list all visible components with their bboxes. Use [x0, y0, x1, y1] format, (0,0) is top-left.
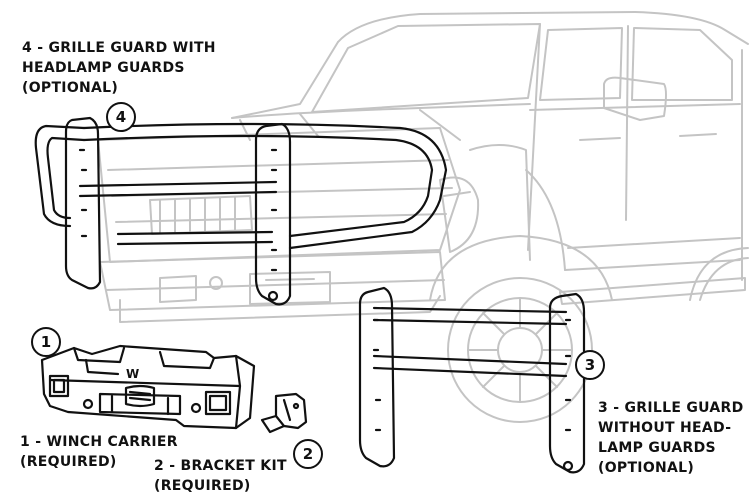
callout-number-2: 2	[293, 439, 323, 469]
label-line: 3 - GRILLE GUARD	[598, 400, 744, 416]
callout-label-1: 1 - WINCH CARRIER (REQUIRED)	[20, 432, 178, 472]
label-line: (REQUIRED)	[20, 454, 117, 470]
callout-number-4: 4	[106, 102, 136, 132]
grille-guard-without-headlamp-guards	[358, 286, 586, 474]
callout-number-3: 3	[575, 350, 605, 380]
callout-label-2: 2 - BRACKET KIT (REQUIRED)	[154, 456, 287, 496]
bracket-kit	[260, 392, 308, 434]
label-line: HEADLAMP GUARDS	[22, 60, 185, 76]
label-line: (OPTIONAL)	[22, 80, 119, 96]
grille-guard-with-headlamp-guards	[34, 116, 448, 306]
label-line: LAMP GUARDS	[598, 440, 716, 456]
callout-label-3: 3 - GRILLE GUARD WITHOUT HEAD- LAMP GUAR…	[598, 398, 744, 478]
label-line: 2 - BRACKET KIT	[154, 458, 287, 474]
label-line: 1 - WINCH CARRIER	[20, 434, 178, 450]
callout-label-4: 4 - GRILLE GUARD WITH HEADLAMP GUARDS (O…	[22, 38, 216, 98]
winch-carrier	[40, 344, 256, 430]
winch-logo: W	[126, 367, 139, 381]
label-line: 4 - GRILLE GUARD WITH	[22, 40, 216, 56]
label-line: WITHOUT HEAD-	[598, 420, 732, 436]
callout-number-1: 1	[31, 327, 61, 357]
label-line: (OPTIONAL)	[598, 460, 695, 476]
label-line: (REQUIRED)	[154, 478, 251, 494]
